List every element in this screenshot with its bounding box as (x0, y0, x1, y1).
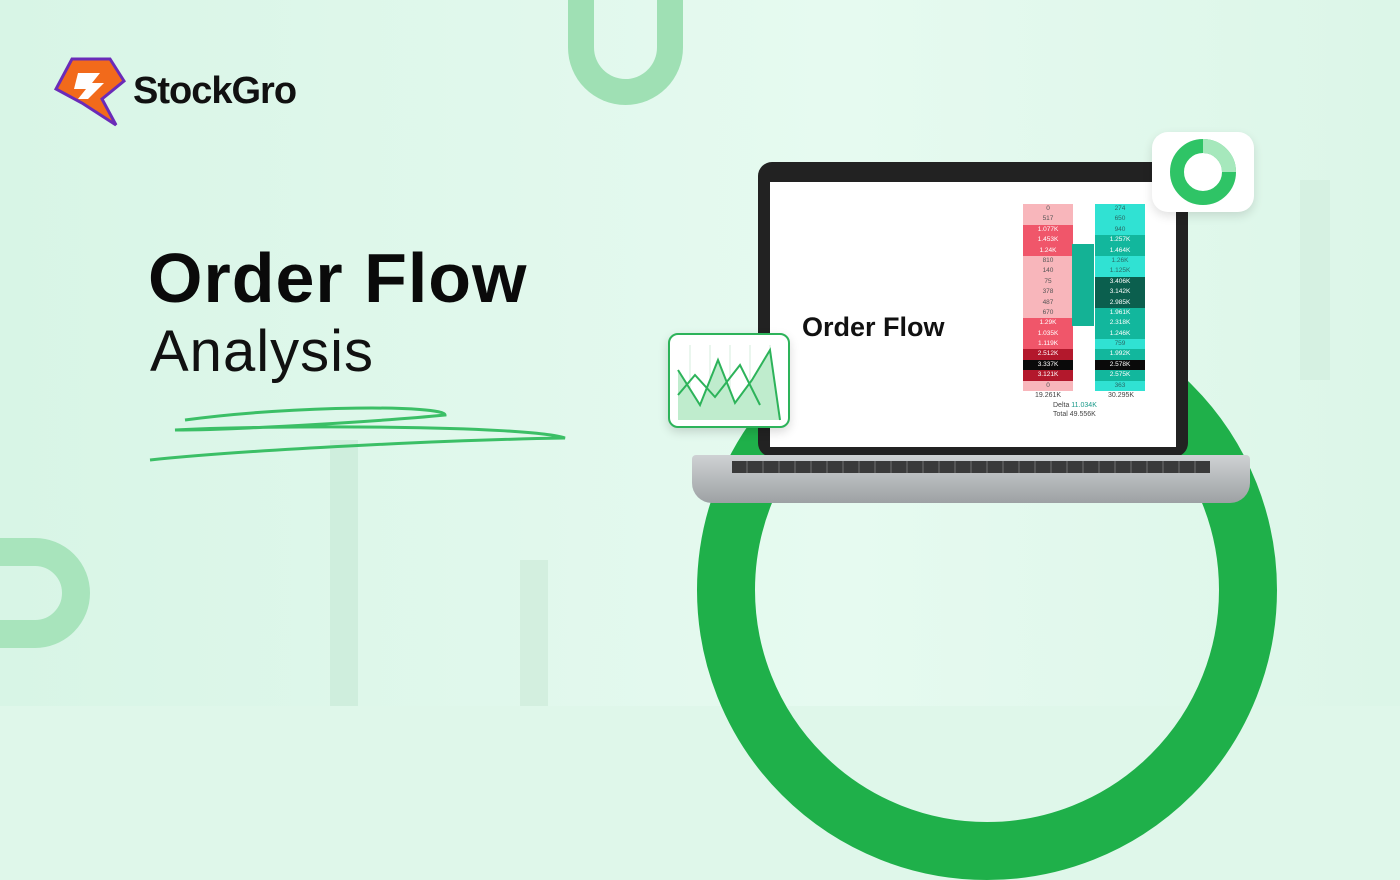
ask-cell: 940 (1095, 224, 1145, 236)
line-chart-icon (677, 345, 781, 421)
delta-readout: Delta 11.034K (1053, 402, 1097, 409)
ask-cell: 650 (1095, 214, 1145, 225)
headline-subtitle: Analysis (150, 319, 374, 384)
ask-cell: 3.142K (1095, 287, 1145, 298)
bid-cell: 1.077K (1023, 224, 1073, 236)
bid-cell: 1.453K (1023, 235, 1073, 246)
bid-cell: 1.119K (1023, 339, 1073, 350)
bid-cell: 1.29K (1023, 318, 1073, 329)
total-readout: Total 49.556K (1053, 411, 1096, 418)
ask-cell: 2.578K (1095, 359, 1145, 371)
candle-body (1072, 244, 1094, 326)
bid-cell: 487 (1023, 297, 1073, 308)
ask-cell: 1.257K (1095, 235, 1145, 246)
ask-total: 30.295K (1108, 392, 1135, 399)
laptop-base (692, 455, 1250, 503)
ask-cell: 274 (1095, 204, 1145, 215)
bid-cell: 2.512K (1023, 349, 1073, 360)
ask-cell: 1.125K (1095, 266, 1145, 277)
bid-cell: 1.24K (1023, 245, 1073, 256)
bid-cell: 0 (1023, 204, 1073, 215)
keyboard (732, 461, 1210, 473)
decorative-bar (520, 560, 548, 706)
decorative-bar (330, 440, 358, 706)
ask-cell: 2.985K (1095, 297, 1145, 308)
bid-cell: 0 (1023, 380, 1073, 392)
stockgro-logo-icon (53, 57, 126, 127)
ask-cell: 3.406K (1095, 276, 1145, 288)
bid-cell: 3.337K (1023, 359, 1073, 371)
bid-cell: 3.121K (1023, 370, 1073, 381)
ask-cell: 2.575K (1095, 370, 1145, 381)
decorative-half-ring (0, 538, 90, 648)
ask-cell: 759 (1095, 339, 1145, 350)
bid-cell: 670 (1023, 307, 1073, 319)
donut-chart-icon (1170, 139, 1236, 205)
bid-total: 19.261K (1035, 392, 1062, 399)
scribble-underline (149, 406, 566, 462)
ask-cell: 1.246K (1095, 328, 1145, 340)
screen-title: Order Flow (802, 312, 945, 342)
bid-cell: 517 (1023, 214, 1073, 225)
delta-value: 11.034K (1071, 402, 1097, 409)
total-label: Total (1053, 411, 1068, 418)
bid-cell: 140 (1023, 266, 1073, 277)
ask-cell: 363 (1095, 380, 1145, 392)
headline-title: Order Flow (148, 239, 528, 317)
ask-cell: 1.26K (1095, 255, 1145, 267)
brand-name: StockGro (133, 69, 297, 112)
bid-cell: 1.035K (1023, 328, 1073, 340)
ask-cell: 1.961K (1095, 307, 1145, 319)
donut-chart-card (1152, 132, 1254, 212)
decorative-bar (1300, 180, 1330, 380)
delta-label: Delta (1053, 402, 1070, 409)
ask-cell: 1.992K (1095, 349, 1145, 360)
line-chart-card (668, 333, 790, 428)
total-value: 49.556K (1069, 411, 1096, 418)
stockgro-logo: StockGro (52, 55, 297, 127)
ask-cell: 2.318K (1095, 318, 1145, 329)
bid-cell: 810 (1023, 255, 1073, 267)
bid-cell: 378 (1023, 287, 1073, 298)
ask-cell: 1.464K (1095, 245, 1145, 256)
bid-cell: 75 (1023, 276, 1073, 288)
